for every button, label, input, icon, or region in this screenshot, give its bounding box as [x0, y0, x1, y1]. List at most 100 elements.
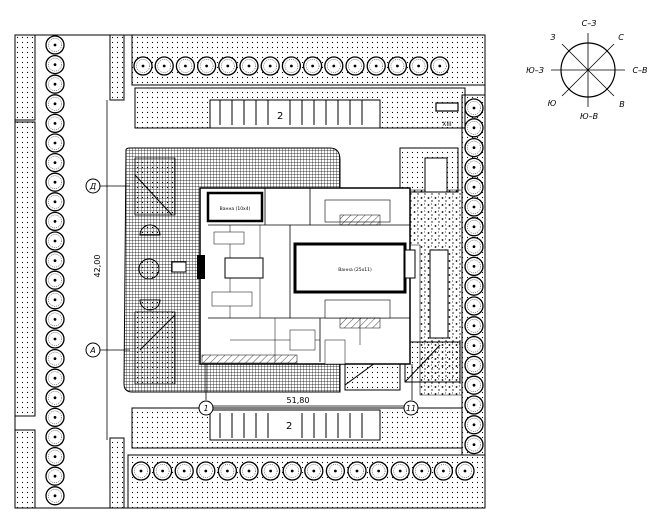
tree: [152, 461, 173, 481]
tree: [45, 446, 65, 467]
axis-label-1: 1: [203, 404, 208, 413]
tree: [45, 74, 65, 94]
tree: [464, 177, 484, 197]
left-verge-strip: [14, 121, 36, 417]
left-verge-strip: [14, 429, 36, 509]
parking-bottom: [131, 407, 463, 449]
compass-se: Ю–В: [580, 112, 598, 121]
tree: [45, 172, 65, 192]
tree: [45, 35, 65, 55]
round-planter: [138, 258, 160, 280]
tree: [45, 113, 65, 134]
tree: [45, 94, 65, 114]
building: [197, 187, 416, 365]
tree: [390, 461, 410, 481]
axis-marker-11: [403, 400, 419, 416]
tree: [464, 256, 484, 277]
parking-bottom-label: 2: [286, 421, 292, 432]
tree: [217, 461, 238, 481]
tree: [464, 316, 484, 336]
parking-top: [134, 87, 466, 129]
tree: [464, 197, 484, 217]
tree: [408, 56, 429, 76]
tree: [412, 461, 432, 481]
tree: [464, 355, 484, 376]
tree: [154, 56, 174, 76]
tree: [433, 461, 454, 481]
left-verge-strip: [14, 34, 36, 121]
dimension-width: 51,80: [287, 396, 310, 405]
tree: [239, 56, 259, 76]
tree: [464, 276, 484, 296]
tree: [196, 461, 216, 481]
tree: [281, 56, 302, 76]
tree: [302, 56, 323, 76]
main-pool-label: Ванна (25х11): [338, 267, 372, 273]
tree: [45, 466, 65, 486]
tree: [45, 388, 65, 408]
tree: [464, 236, 484, 257]
corner-tag: XIII: [442, 121, 452, 128]
tree: [345, 56, 365, 76]
tree: [464, 118, 484, 138]
tree: [239, 461, 259, 481]
tree: [196, 56, 217, 76]
tree: [45, 152, 65, 173]
compass-s: Ю: [548, 99, 557, 108]
compass-e: В: [619, 100, 625, 109]
tree: [45, 133, 65, 153]
right-lawn: [424, 157, 448, 193]
compass-ne: С–В: [632, 66, 647, 75]
axis-label-d: Д: [89, 182, 96, 191]
tree: [218, 56, 238, 76]
axis-marker-d: [85, 178, 101, 194]
compass-nw: С–З: [582, 19, 597, 28]
small-pool-label: Ванна (10х4): [220, 206, 251, 212]
tree: [45, 368, 65, 388]
tree-rows: [45, 35, 484, 506]
tree: [45, 192, 65, 212]
inner-verge-strip: [109, 437, 125, 509]
tree: [174, 461, 194, 481]
tree: [45, 348, 65, 369]
lawn-patch: [134, 311, 176, 385]
tree: [260, 56, 280, 76]
tree: [45, 290, 65, 310]
tree: [45, 54, 65, 75]
tree: [282, 461, 302, 481]
tree: [368, 461, 389, 481]
tree: [430, 56, 450, 76]
lawn-patch: [134, 157, 176, 216]
compass-n: С: [618, 33, 624, 42]
tree: [260, 461, 281, 481]
tree: [464, 98, 484, 118]
tree: [325, 461, 346, 481]
tree: [45, 329, 65, 349]
tree: [347, 461, 367, 481]
tree: [464, 296, 484, 316]
dimension-height: 42,00: [93, 255, 102, 278]
tree: [455, 461, 475, 481]
inner-verge-strip: [109, 34, 125, 101]
axis-marker-a: [85, 342, 101, 358]
tree: [464, 335, 484, 356]
tree: [387, 56, 408, 76]
paved-plaza: [123, 147, 341, 393]
tree: [45, 427, 65, 447]
right-lawn: [429, 249, 449, 339]
tree: [464, 375, 484, 395]
tree: [464, 395, 484, 415]
tree: [175, 56, 196, 76]
plaza-tile: [171, 261, 187, 273]
tree: [464, 415, 484, 435]
tree: [45, 486, 65, 506]
tree: [133, 56, 153, 76]
tree: [45, 250, 65, 271]
parking-top-label: 2: [277, 111, 283, 122]
axis-label-11: 11: [406, 404, 416, 413]
tree: [324, 56, 344, 76]
axis-marker-1: [198, 400, 214, 416]
tree: [45, 309, 65, 330]
compass-sw: Ю–З: [526, 66, 544, 75]
tree: [464, 217, 484, 237]
